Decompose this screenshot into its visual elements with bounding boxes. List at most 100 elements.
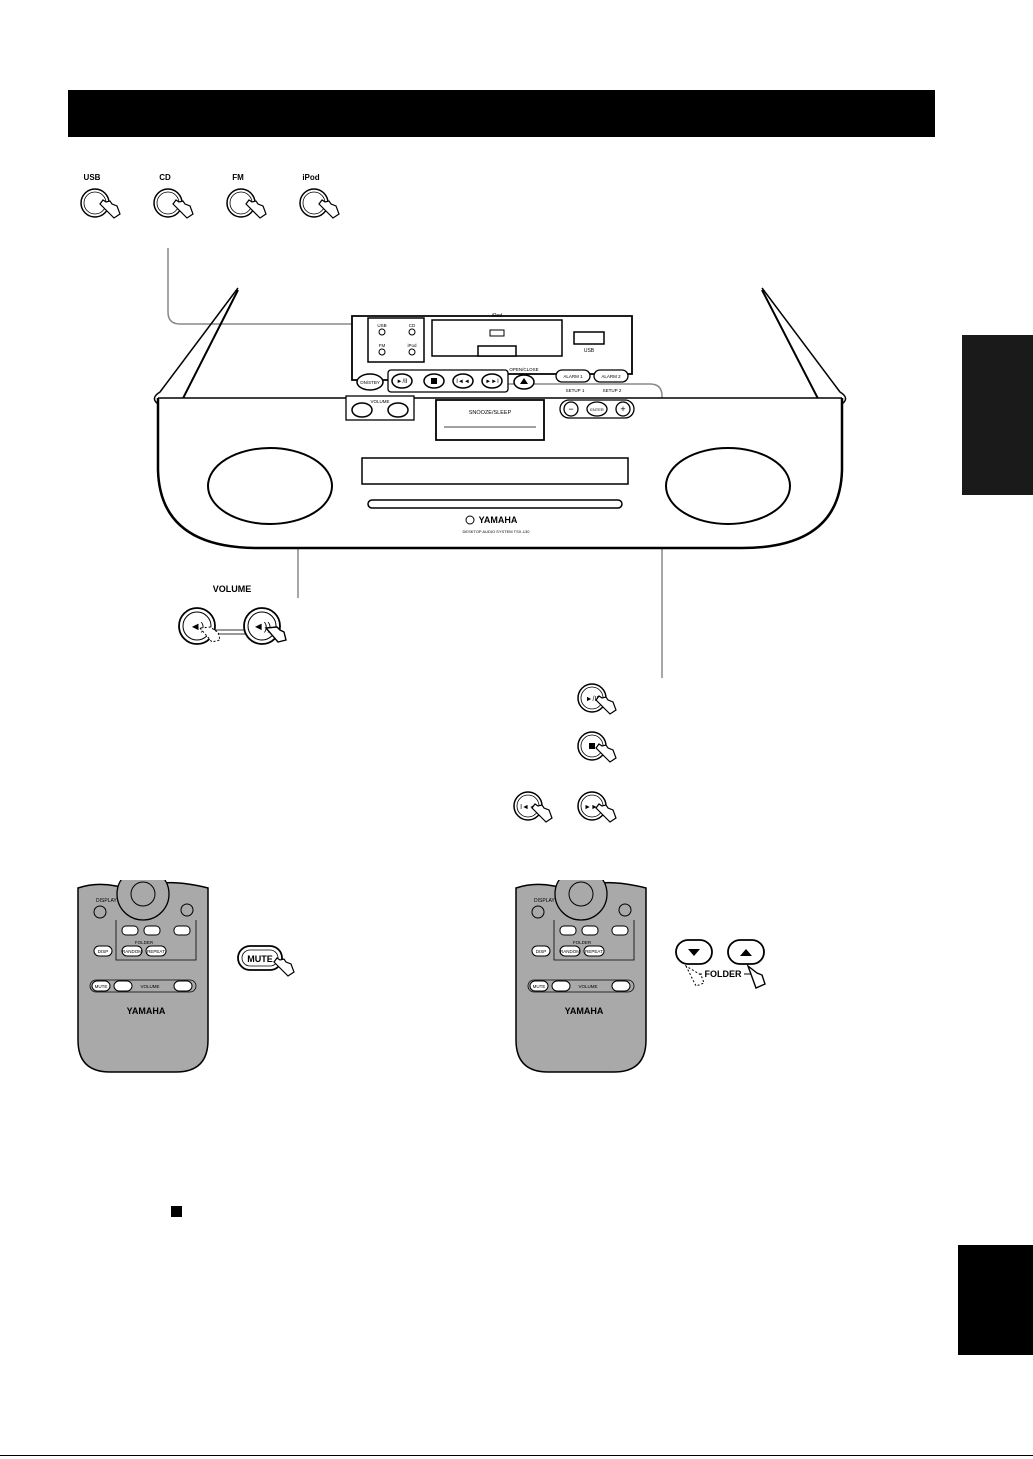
bullet-square-icon: [171, 1206, 182, 1217]
svg-text:RANDOM: RANDOM: [122, 949, 142, 954]
svg-text:ENTER: ENTER: [590, 407, 604, 412]
pointing-hand-icon: [531, 803, 553, 823]
chapter-side-tab: [962, 335, 1033, 495]
enter-button[interactable]: [586, 401, 608, 417]
svg-text:REPEAT: REPEAT: [147, 949, 165, 954]
skip-forward-icon: ►►I: [584, 804, 600, 811]
transport-callouts: ►/II I◄◄ ►►I: [513, 683, 617, 823]
device-illustration: USB CD FM iPod iPod USB ON/STBY ►/II I◄◄…: [153, 248, 847, 678]
remote-control-right: DISPLAY FOLDER DISP RANDOM REPEAT MUTE V…: [515, 880, 647, 1073]
pointing-hand-icon: [99, 199, 121, 219]
svg-text:iPod: iPod: [407, 343, 417, 348]
play-pause-icon: ►/II: [586, 696, 599, 703]
ipod-source-button[interactable]: iPod: [299, 173, 340, 219]
section-header-bar: [68, 90, 935, 137]
svg-text:−: −: [568, 404, 573, 414]
speaker-low-icon: ◄): [190, 621, 205, 633]
svg-text:MUTE: MUTE: [533, 984, 546, 989]
language-side-tab: [958, 1245, 1033, 1355]
display-window: [361, 457, 629, 485]
svg-text:SNOOZE/SLEEP: SNOOZE/SLEEP: [469, 410, 512, 416]
previous-button[interactable]: I◄◄: [513, 791, 553, 823]
source-button-cluster: [367, 317, 425, 363]
svg-text:ALARM 1: ALARM 1: [563, 374, 583, 379]
on-standby-button[interactable]: [356, 373, 384, 391]
plus-button[interactable]: [615, 401, 631, 417]
svg-text:FOLDER: FOLDER: [573, 940, 592, 945]
svg-text:RANDOM: RANDOM: [560, 949, 580, 954]
svg-text:VOLUME: VOLUME: [370, 399, 389, 404]
pointing-hand-icon: [595, 743, 617, 763]
svg-text:ALARM 2: ALARM 2: [601, 374, 621, 379]
svg-text:OPEN/CLOSE: OPEN/CLOSE: [509, 367, 538, 372]
triangle-up-icon: [740, 949, 752, 956]
pointing-hand-dashed-icon: [684, 964, 705, 987]
ipod-label: iPod: [302, 173, 319, 182]
svg-text:MUTE: MUTE: [247, 954, 273, 964]
mute-button[interactable]: [237, 945, 283, 971]
svg-text:ON/STBY: ON/STBY: [360, 380, 380, 385]
device-volume-down-button[interactable]: [351, 402, 373, 418]
snooze-sleep-bar[interactable]: [435, 399, 545, 441]
page-bottom-rule: [0, 1455, 1033, 1456]
usb-label: USB: [84, 173, 101, 182]
skip-back-icon: I◄◄: [520, 804, 536, 811]
left-speaker: [207, 447, 333, 525]
fm-label: FM: [232, 173, 244, 182]
stop-icon: [589, 743, 595, 749]
svg-text:►/II: ►/II: [397, 379, 408, 385]
svg-text:USB: USB: [377, 323, 386, 328]
device-volume-up-button[interactable]: [387, 402, 409, 418]
minus-button[interactable]: [563, 401, 579, 417]
pointing-hand-icon: [746, 963, 766, 989]
pointing-hand-icon: [264, 626, 287, 643]
svg-text:VOLUME: VOLUME: [140, 984, 159, 989]
svg-text:DISPLAY: DISPLAY: [534, 898, 555, 904]
next-button[interactable]: ►►I: [577, 791, 617, 823]
fm-source-button[interactable]: FM: [226, 173, 267, 219]
cd-label: CD: [159, 173, 171, 182]
cd-source-button[interactable]: CD: [153, 173, 194, 219]
stop-button[interactable]: [577, 731, 617, 763]
pointing-hand-icon: [595, 803, 617, 823]
svg-text:SETUP 1: SETUP 1: [566, 388, 585, 393]
volume-callout: VOLUME ◄) ◄)): [178, 584, 287, 645]
pointing-hand-icon: [318, 199, 340, 219]
mute-callout: MUTE: [237, 945, 295, 977]
transport-cluster: [387, 369, 509, 393]
svg-text:VOLUME: VOLUME: [578, 984, 597, 989]
pointing-hand-icon: [245, 199, 267, 219]
source-callout-line: [167, 248, 372, 325]
svg-text:DISPLAY: DISPLAY: [96, 898, 117, 904]
yamaha-logo-icon: [465, 515, 475, 525]
alarm1-button[interactable]: [555, 369, 591, 383]
device-brand: YAMAHA: [479, 515, 518, 525]
device-play-pause-button[interactable]: [391, 373, 413, 389]
pointing-hand-icon: [595, 695, 617, 715]
remote-control-left: DISPLAY FOLDER DISP RANDOM REPEAT MUTE V…: [77, 880, 209, 1073]
device-prev-button[interactable]: [452, 373, 474, 389]
alarm2-button[interactable]: [593, 369, 629, 383]
svg-text:USB: USB: [584, 348, 595, 354]
svg-text:CD: CD: [409, 323, 416, 328]
svg-text:►►I: ►►I: [485, 379, 499, 385]
svg-text:FOLDER: FOLDER: [135, 940, 154, 945]
usb-port[interactable]: [573, 331, 605, 345]
pointing-hand-icon: [172, 199, 194, 219]
triangle-down-icon: [688, 949, 700, 956]
usb-source-button[interactable]: USB: [80, 173, 121, 219]
play-pause-button[interactable]: ►/II: [577, 683, 617, 715]
device-next-button[interactable]: [481, 373, 503, 389]
svg-text:MUTE: MUTE: [95, 984, 108, 989]
cd-slot: [367, 499, 623, 509]
svg-text:DISP: DISP: [536, 949, 547, 954]
svg-text:FM: FM: [379, 343, 386, 348]
svg-text:DISP: DISP: [98, 949, 109, 954]
right-speaker: [665, 447, 791, 525]
device-model: DESKTOP AUDIO SYSTEM TSX-130: [463, 529, 531, 534]
svg-text:+: +: [620, 404, 625, 414]
pointing-hand-dashed-icon: [198, 626, 221, 643]
folder-callout: FOLDER: [675, 939, 766, 989]
svg-text:SETUP 2: SETUP 2: [603, 388, 622, 393]
svg-text:I◄◄: I◄◄: [456, 379, 470, 385]
